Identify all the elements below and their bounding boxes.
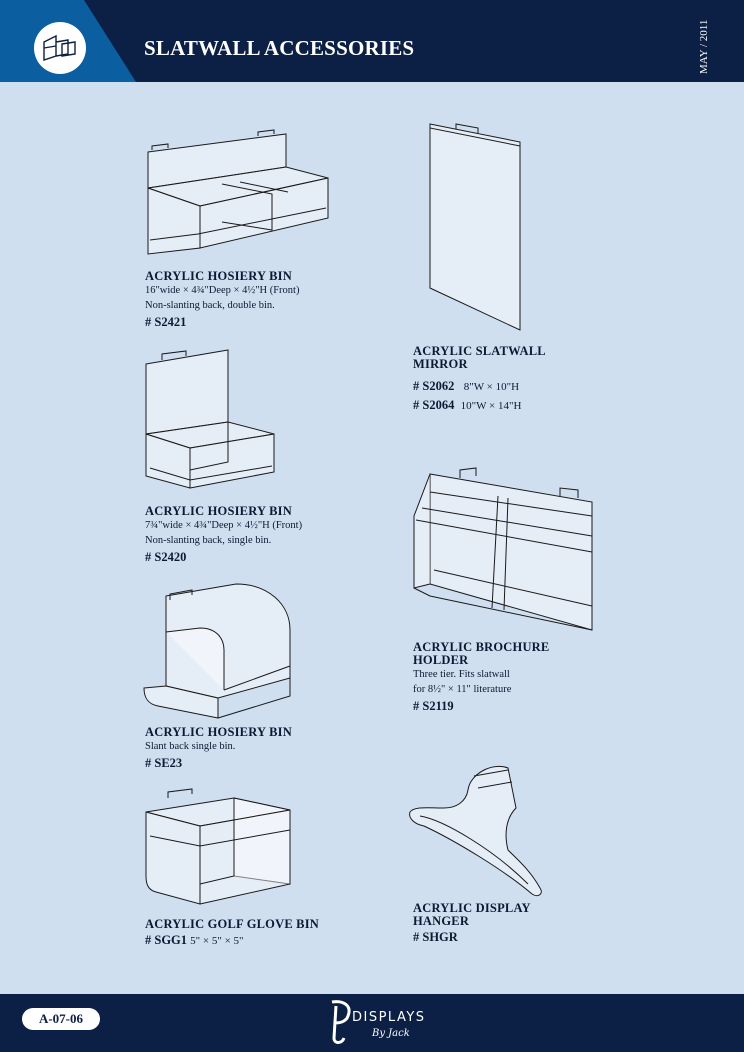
brand-byline: By Jack: [372, 1028, 410, 1039]
brochure-holder-info: ACRYLIC BROCHURE HOLDER Three tier. Fits…: [413, 641, 549, 715]
golf-glove-bin-info: ACRYLIC GOLF GLOVE BIN # SGG1 5" × 5" × …: [145, 918, 319, 950]
product-code: # S2420: [145, 550, 187, 564]
slatwall-mirror-info: ACRYLIC SLATWALL MIRROR # S2062 8"W × 10…: [413, 345, 546, 415]
page-footer: [0, 994, 744, 1052]
product-desc: 16"wide × 4¾"Deep × 4½"H (Front): [145, 285, 300, 296]
product-name: MIRROR: [413, 357, 468, 371]
product-name: HOLDER: [413, 653, 469, 667]
brand-mark-icon: [331, 1000, 351, 1044]
brochure-holder-image: [410, 466, 596, 632]
product-desc: for 8½" × 11" literature: [413, 684, 512, 695]
product-desc: 7¾"wide × 4¾"Deep × 4½"H (Front): [145, 520, 303, 531]
product-desc: Non-slanting back, double bin.: [145, 300, 275, 311]
display-hanger-info: ACRYLIC DISPLAY HANGER # SHGR: [413, 902, 531, 946]
display-hanger-image: [404, 760, 548, 900]
product-desc: Three tier. Fits slatwall: [413, 669, 510, 680]
slatwall-bins-icon: [34, 22, 86, 74]
product-code: # S2421: [145, 315, 187, 329]
hosiery-bin-double-image: [140, 122, 340, 262]
page-header: SLATWALL ACCESSORIES MAY / 2011: [0, 0, 744, 82]
product-code: # SHGR: [413, 930, 458, 944]
product-desc: Non-slanting back, single bin.: [145, 535, 272, 546]
brand-logo: DISPLAYS By Jack: [326, 998, 426, 1050]
product-code: # SE23: [145, 756, 183, 770]
product-name: ACRYLIC SLATWALL: [413, 344, 546, 358]
product-code: # SGG1 5" × 5" × 5": [145, 933, 244, 947]
page-number-badge: A-07-06: [22, 1008, 100, 1030]
golf-glove-bin-image: [140, 784, 296, 908]
product-name: ACRYLIC HOSIERY BIN: [145, 504, 292, 518]
product-desc: Slant back single bin.: [145, 741, 236, 752]
hosiery-bin-slant-image: [140, 582, 296, 722]
product-name: HANGER: [413, 914, 470, 928]
product-name: ACRYLIC DISPLAY: [413, 901, 531, 915]
slatwall-mirror-image: [420, 120, 530, 334]
hosiery-bin-single-info: ACRYLIC HOSIERY BIN 7¾"wide × 4¾"Deep × …: [145, 505, 302, 566]
product-name: ACRYLIC HOSIERY BIN: [145, 269, 292, 283]
product-code: # S2119: [413, 699, 454, 713]
product-name: ACRYLIC HOSIERY BIN: [145, 725, 292, 739]
product-name: ACRYLIC GOLF GLOVE BIN: [145, 917, 320, 931]
page-title: SLATWALL ACCESSORIES: [144, 36, 415, 60]
hosiery-bin-slant-info: ACRYLIC HOSIERY BIN Slant back single bi…: [145, 726, 292, 772]
issue-date: MAY / 2011: [698, 19, 710, 74]
product-code: # S2064 10"W × 14"H: [413, 398, 522, 412]
hosiery-bin-single-image: [140, 342, 290, 492]
brand-name: DISPLAYS: [352, 1010, 426, 1025]
product-code: # S2062 8"W × 10"H: [413, 379, 520, 393]
product-name: ACRYLIC BROCHURE: [413, 640, 550, 654]
hosiery-bin-double-info: ACRYLIC HOSIERY BIN 16"wide × 4¾"Deep × …: [145, 270, 299, 331]
